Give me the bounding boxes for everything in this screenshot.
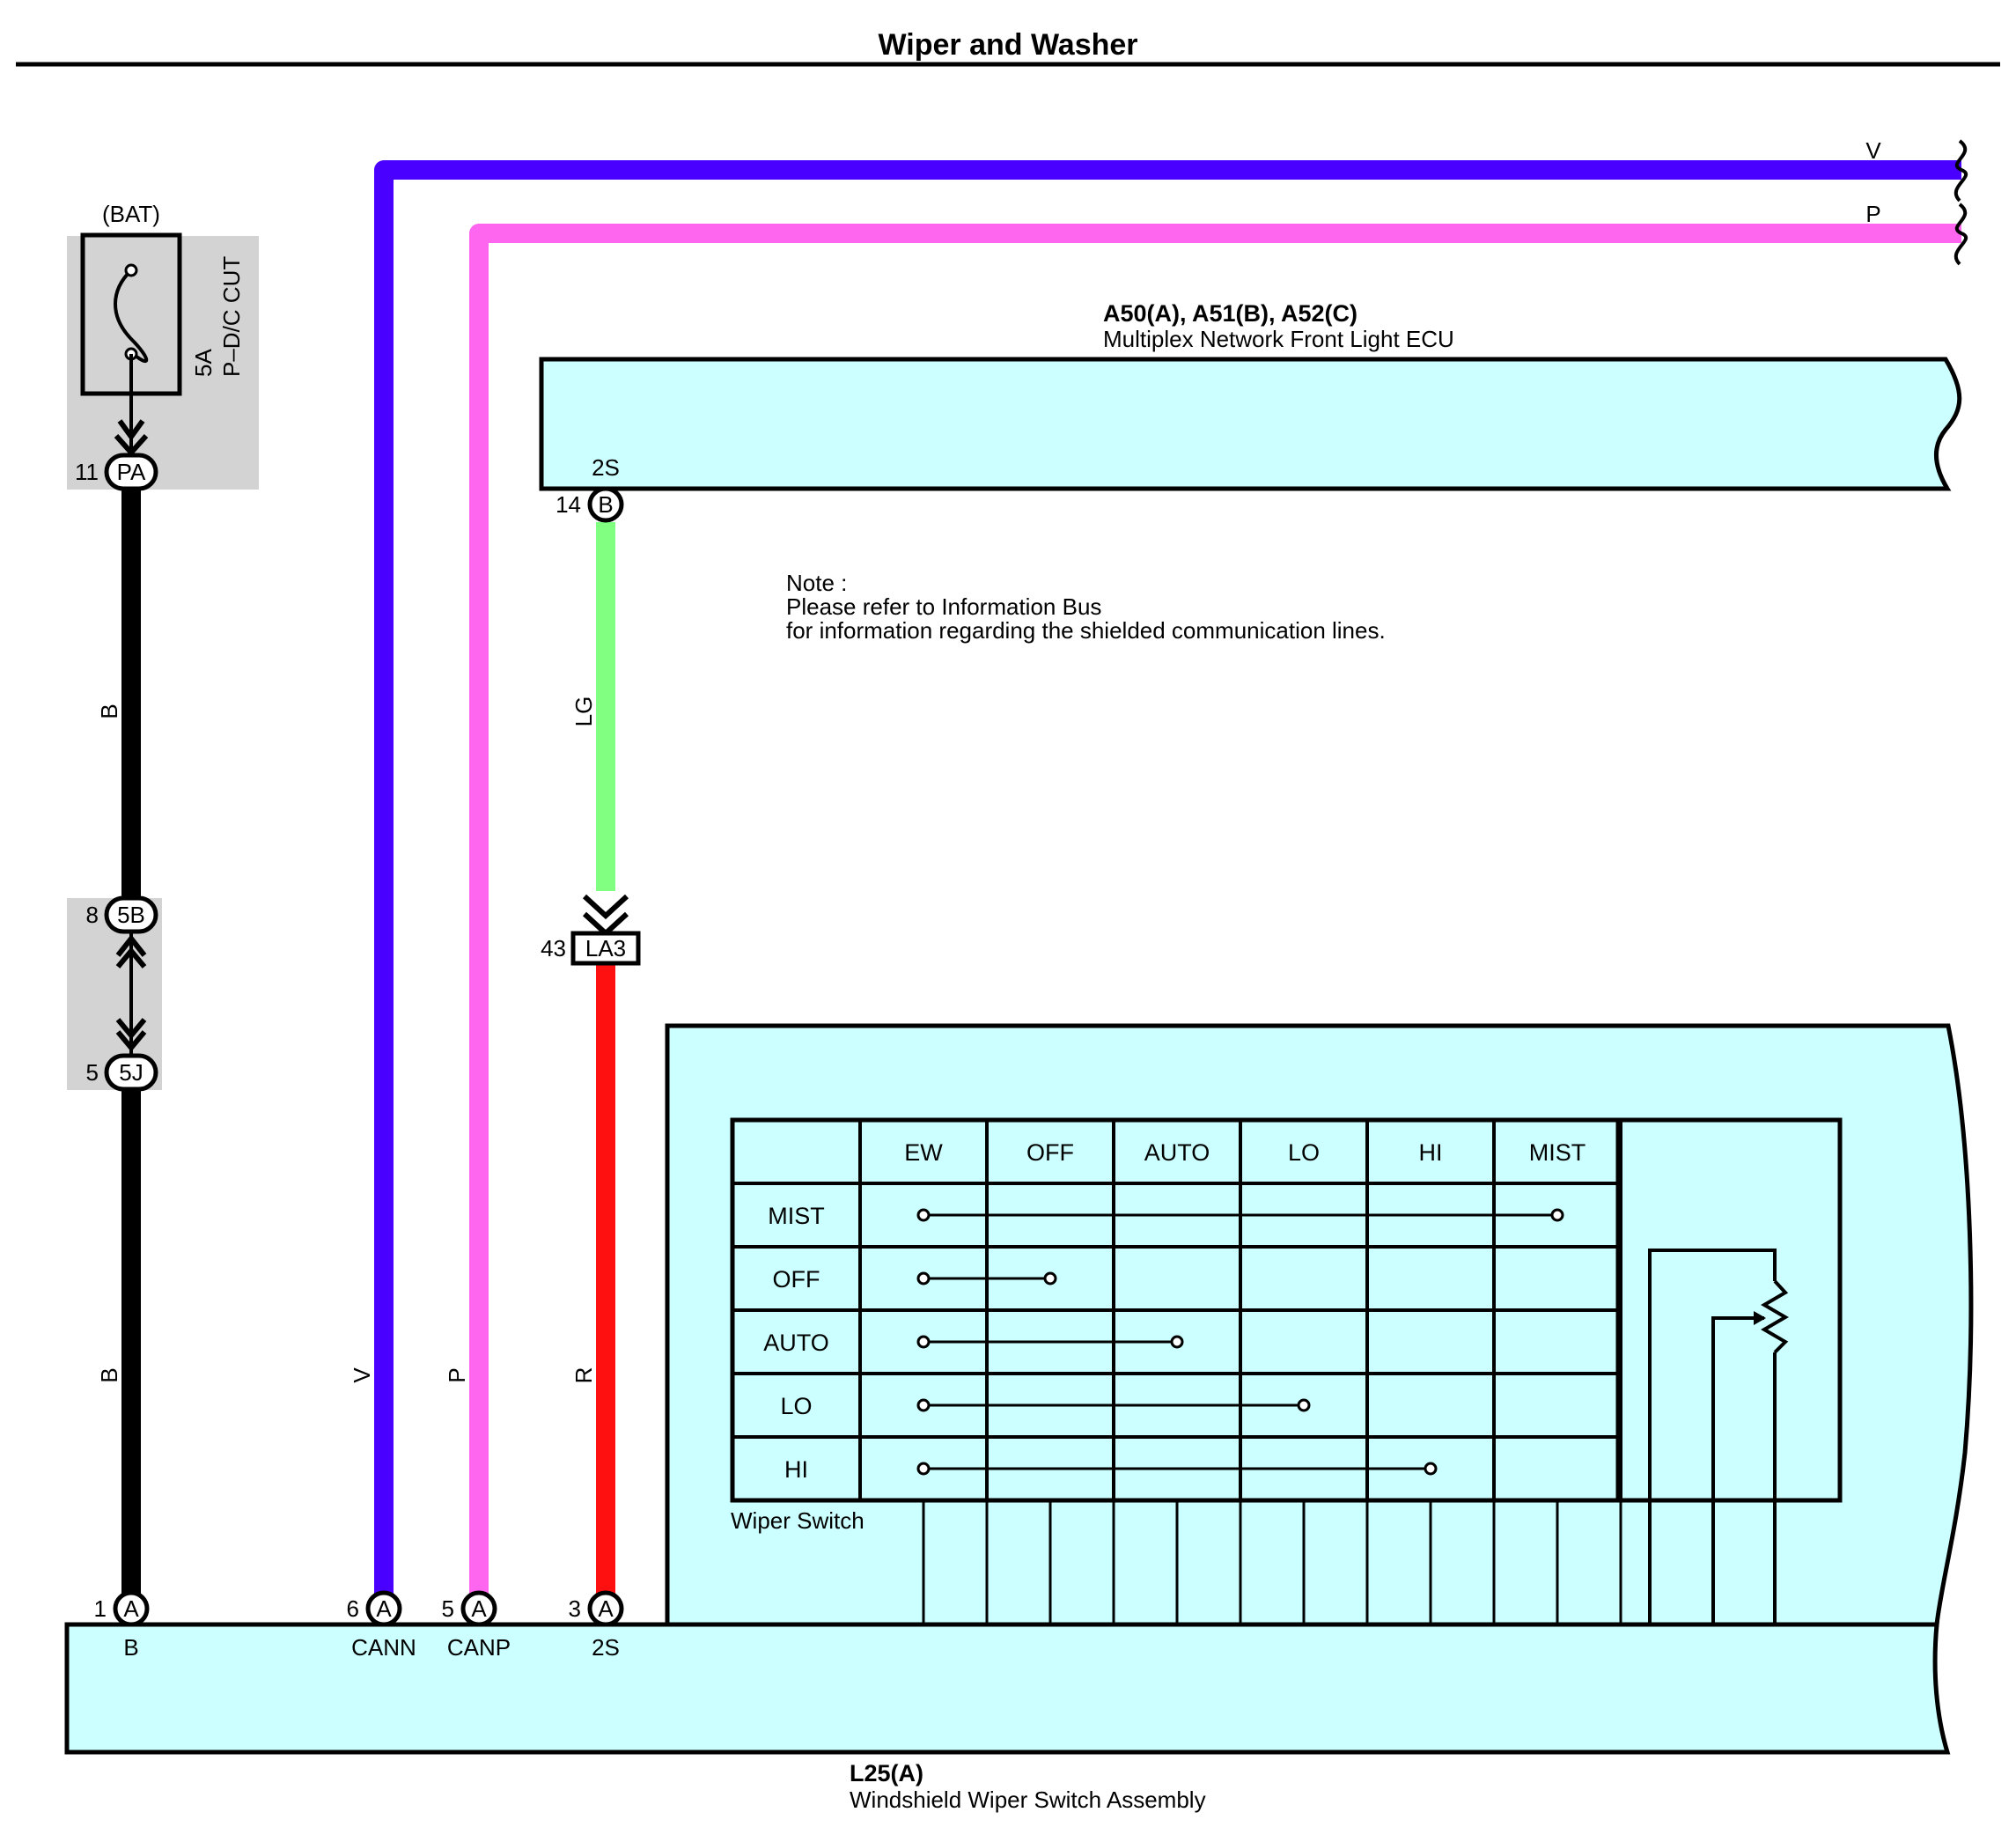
connector-sw-b-terminal: B	[123, 1634, 138, 1661]
column-header-auto: AUTO	[1144, 1139, 1210, 1166]
connector-pa-label: PA	[117, 459, 146, 485]
wire-v-break-icon	[1953, 139, 1968, 203]
connector-sw-b-label: A	[123, 1595, 139, 1622]
ecu-terminal-2s: 2S	[592, 454, 620, 481]
note-line-1: Note :	[786, 570, 847, 596]
switch-terminal-lines	[922, 1500, 1622, 1624]
ecu-name: Multiplex Network Front Light ECU	[1103, 326, 1454, 352]
switch-table-label: Wiper Switch	[731, 1507, 865, 1534]
connector-sw-canp-label: A	[471, 1595, 487, 1622]
row-label-lo: LO	[780, 1393, 812, 1419]
wiper-switch-upper-body	[665, 1023, 1974, 1627]
switch-table-rows: MIST OFF AUTO LO HI	[763, 1203, 1564, 1483]
connector-sw-canp-pin: 5	[442, 1595, 454, 1622]
wire-top-v-label: V	[1865, 137, 1881, 164]
wire-b-lower-label: B	[96, 1367, 122, 1382]
wire-p-break-icon	[1953, 203, 1968, 266]
fuse-icon	[114, 269, 149, 364]
wire-lg-label: LG	[570, 696, 597, 727]
connector-pa	[104, 453, 158, 491]
connector-5j-pin: 5	[86, 1059, 99, 1086]
connector-sw-cann-label: A	[376, 1595, 392, 1622]
contact-point	[1297, 1398, 1311, 1412]
contact-point	[916, 1398, 931, 1412]
contact-point	[1170, 1335, 1184, 1349]
switch-table-headers: EW OFF AUTO LO HI MIST	[904, 1139, 1586, 1166]
row-label-off: OFF	[773, 1266, 820, 1293]
connector-ecu-b-pin: 14	[556, 491, 581, 518]
connector-5j	[104, 1053, 158, 1092]
connector-5b-pin: 8	[86, 902, 99, 928]
connector-la3-pin: 43	[541, 935, 566, 961]
arrow-down-5j-icon	[115, 1018, 147, 1052]
note-line-2: Please refer to Information Bus	[786, 593, 1101, 620]
row-label-mist: MIST	[768, 1203, 825, 1229]
connector-sw-cann-terminal: CANN	[351, 1634, 416, 1661]
switch-table-grid	[732, 1120, 1622, 1500]
connector-sw-2s-label: A	[598, 1595, 614, 1622]
connector-sw-cann	[365, 1590, 402, 1627]
row-label-auto: AUTO	[763, 1330, 829, 1356]
wire-p	[469, 224, 1961, 1594]
arrow-up-5b-icon	[115, 934, 147, 969]
connector-la3	[570, 931, 641, 966]
column-header-ew: EW	[904, 1139, 943, 1166]
contact-point	[1550, 1208, 1564, 1222]
fuse-rating: 5A	[190, 349, 217, 377]
connector-sw-b-pin: 1	[94, 1595, 107, 1622]
connector-pa-pin: 11	[75, 459, 99, 485]
contact-point	[916, 1462, 931, 1476]
variable-resistor-icon	[1648, 1249, 1789, 1624]
connector-ecu-b	[587, 486, 624, 523]
connector-sw-canp-terminal: CANP	[447, 1634, 511, 1661]
connector-sw-canp	[460, 1590, 497, 1627]
contact-point	[1043, 1271, 1057, 1286]
connector-5b	[104, 895, 158, 934]
fuse-source: (BAT)	[102, 201, 160, 227]
contact-point	[1424, 1462, 1438, 1476]
connector-sw-cann-pin: 6	[347, 1595, 359, 1622]
column-header-mist: MIST	[1529, 1139, 1586, 1166]
wire-r-label: R	[570, 1367, 597, 1384]
diagram-title: Wiper and Washer	[878, 28, 1137, 62]
contact-point	[916, 1335, 931, 1349]
wiper-switch-lower-body	[64, 1622, 1951, 1755]
contact-point	[916, 1208, 931, 1222]
switch-name: Windshield Wiper Switch Assembly	[850, 1786, 1206, 1813]
ecu-code: A50(A), A51(B), A52(C)	[1103, 300, 1357, 327]
note-line-3: for information regarding the shielded c…	[786, 617, 1386, 644]
wire-v-vertical-label: V	[349, 1367, 375, 1383]
column-header-hi: HI	[1419, 1139, 1443, 1166]
arrow-into-la3-icon	[582, 894, 629, 938]
arrow-into-pa-icon	[114, 419, 149, 455]
connector-la3-label: LA3	[585, 935, 626, 961]
connector-sw-2s-pin: 3	[569, 1595, 581, 1622]
column-header-off: OFF	[1026, 1139, 1074, 1166]
wire-b-upper-label: B	[96, 704, 122, 718]
connector-5b-label: 5B	[117, 902, 145, 928]
contact-point	[916, 1271, 931, 1286]
connector-5j-label: 5J	[119, 1059, 143, 1086]
row-label-hi: HI	[784, 1456, 808, 1483]
wire-p-vertical-label: P	[444, 1367, 470, 1382]
switch-code: L25(A)	[850, 1760, 923, 1786]
connector-ecu-b-label: B	[598, 491, 613, 518]
fuse-area-background	[67, 236, 259, 490]
front-light-ecu-box	[539, 357, 1962, 491]
connector-sw-b	[113, 1590, 150, 1627]
wire-v	[374, 160, 1961, 1594]
wire-top-p-label: P	[1865, 201, 1880, 227]
connector-sw-2s	[587, 1590, 624, 1627]
connector-sw-2s-terminal: 2S	[592, 1634, 620, 1661]
fuse-name: P–D/C CUT	[218, 256, 245, 377]
column-header-lo: LO	[1288, 1139, 1320, 1166]
